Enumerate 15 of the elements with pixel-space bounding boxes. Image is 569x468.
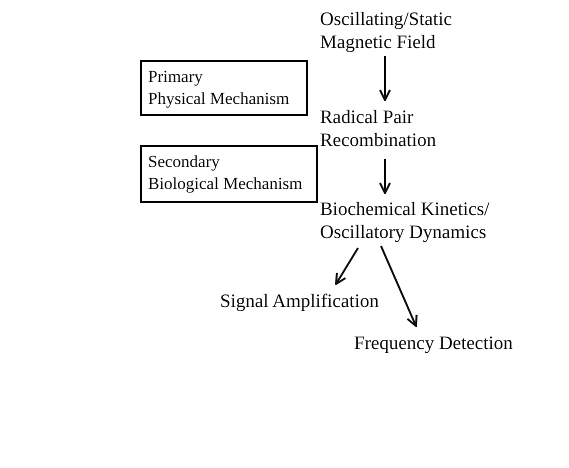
box-label: Secondary [148,151,221,173]
mechanism-box [140,145,318,203]
arrow [335,247,359,285]
flow-step-label: Biochemical Kinetics/ Oscillatory Dynamics [320,198,490,244]
flow-step-label: Signal Amplification [220,290,380,313]
flow-step-label: Radical Pair Recombination [320,106,438,152]
box-label: Primary [148,66,204,88]
flow-step-label: Oscillating/Static Magnetic Field [320,8,453,54]
mechanism-box [140,60,308,116]
arrow [379,159,391,194]
arrow [380,246,418,327]
flow-step-label: Frequency Detection [354,332,514,355]
arrow [379,56,391,101]
box-label: Physical Mechanism [148,88,290,110]
box-label: Biological Mechanism [148,173,304,195]
